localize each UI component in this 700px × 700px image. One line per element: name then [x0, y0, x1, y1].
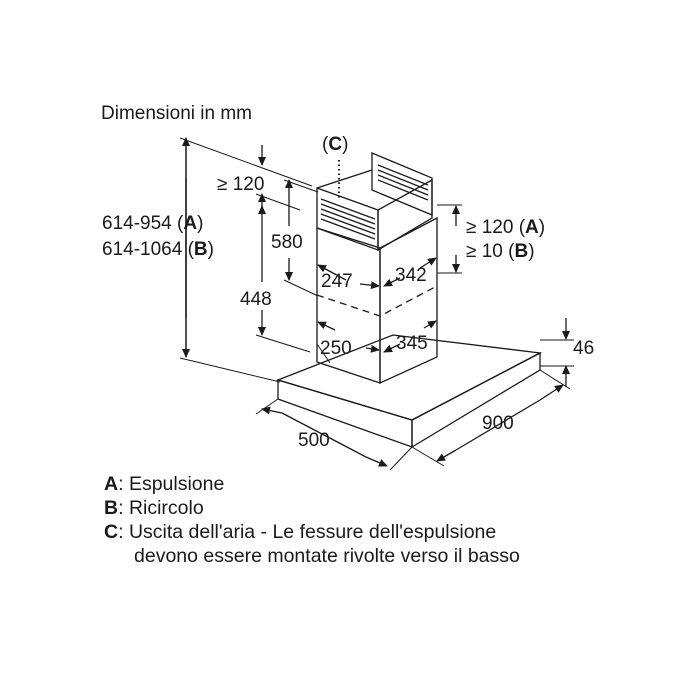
- legend-key: A: [104, 473, 119, 495]
- legend-text: Espulsione: [128, 473, 225, 495]
- canopy-width-label: 900: [482, 413, 514, 434]
- upper-chimney-height-dimension: 580: [271, 179, 319, 297]
- top-clearance-label: ≥ 120: [217, 174, 264, 195]
- top-clearance-dimension: ≥ 120: [217, 145, 301, 212]
- canopy-side-face: [411, 351, 541, 449]
- lower-chimney-size-dimension: 250 345: [317, 320, 437, 359]
- air-outlet-slots: [320, 164, 429, 240]
- legend-text: Ricircolo: [128, 497, 204, 519]
- legend: A: Espulsione B: Ricircolo C: Uscita del…: [104, 472, 520, 568]
- lower-chimney-depth-label: 345: [396, 333, 428, 354]
- right-clearance-dimension: ≥ 120 (A) ≥ 10 (B): [437, 204, 545, 274]
- upper-chimney-width-label: 247: [321, 271, 353, 292]
- legend-item-c: C: Uscita dell'aria - Le fessure dell'es…: [104, 521, 497, 543]
- legend-text: Uscita dell'aria - Le fessure dell'espul…: [128, 521, 497, 543]
- upper-chimney-height-label: 580: [271, 232, 303, 253]
- lower-chimney-side: [379, 216, 438, 385]
- legend-text-continuation: devono essere montate rivolte verso il b…: [134, 545, 520, 567]
- total-height-b-label: 614-1064 (B): [102, 239, 214, 260]
- air-outlet-callout: (C): [322, 134, 348, 199]
- canopy-thickness-label: 46: [573, 338, 594, 359]
- canopy-depth-dimension: 500: [255, 398, 413, 471]
- canopy-thickness-dimension: 46: [540, 318, 594, 387]
- total-height-dimension: 614-954 (A) 614-1064 (B): [102, 137, 313, 383]
- diagram-title: Dimensioni in mm: [101, 103, 252, 124]
- legend-key: B: [104, 497, 119, 519]
- upper-chimney-size-dimension: 247 342: [317, 257, 437, 292]
- lower-chimney-height-dimension: 448: [240, 205, 311, 353]
- right-clearance-a-label: ≥ 120 (A): [466, 217, 545, 238]
- legend-key: C: [104, 521, 119, 543]
- canopy-depth-label: 500: [298, 430, 330, 451]
- legend-item-a: A: Espulsione: [104, 473, 225, 495]
- lower-chimney-width-label: 250: [320, 338, 352, 359]
- lower-chimney-front: [316, 227, 381, 384]
- upper-chimney-depth-label: 342: [395, 265, 427, 286]
- air-outlet-tag: (C): [322, 134, 348, 155]
- canopy-width-dimension: 900: [411, 369, 571, 467]
- upper-chimney: [316, 152, 433, 252]
- total-height-a-label: 614-954 (A): [102, 213, 203, 234]
- lower-chimney-height-label: 448: [240, 289, 272, 310]
- lower-chimney: [316, 216, 438, 385]
- right-clearance-b-label: ≥ 10 (B): [466, 241, 535, 262]
- legend-item-b: B: Ricircolo: [104, 497, 204, 519]
